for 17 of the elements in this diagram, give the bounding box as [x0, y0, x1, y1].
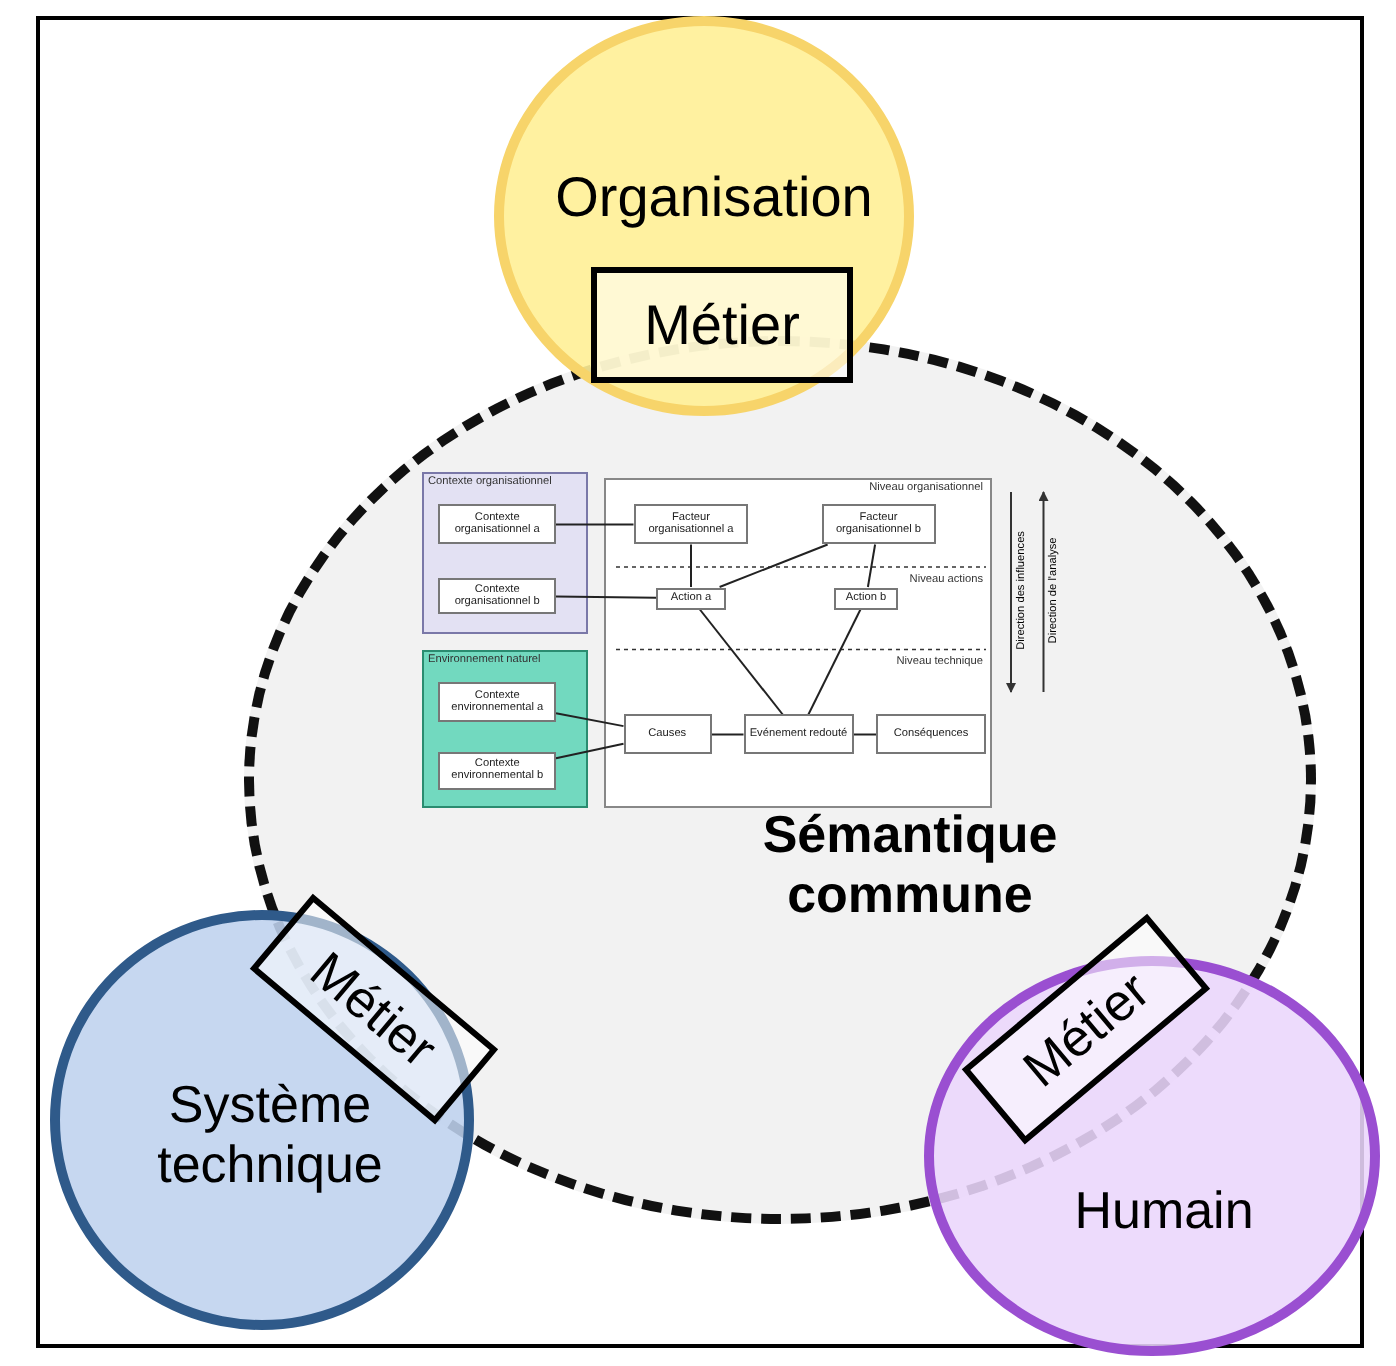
panel	[421, 649, 589, 807]
shape-label: Humain	[1072, 1182, 1256, 1242]
connector-line	[710, 733, 745, 736]
panel	[421, 472, 589, 635]
connector-line	[718, 543, 829, 588]
panel	[603, 477, 991, 807]
rotated-box: Métier	[590, 266, 854, 384]
connector-line	[698, 608, 784, 716]
connector-line	[555, 523, 635, 526]
connector-line	[690, 543, 692, 588]
shape-label: Organisation	[553, 166, 875, 231]
connector-line	[866, 543, 877, 588]
connector-line	[555, 595, 657, 599]
connector-line	[807, 608, 862, 716]
connector-line	[852, 733, 877, 736]
connector-line	[555, 712, 625, 728]
connector-line	[555, 742, 625, 760]
